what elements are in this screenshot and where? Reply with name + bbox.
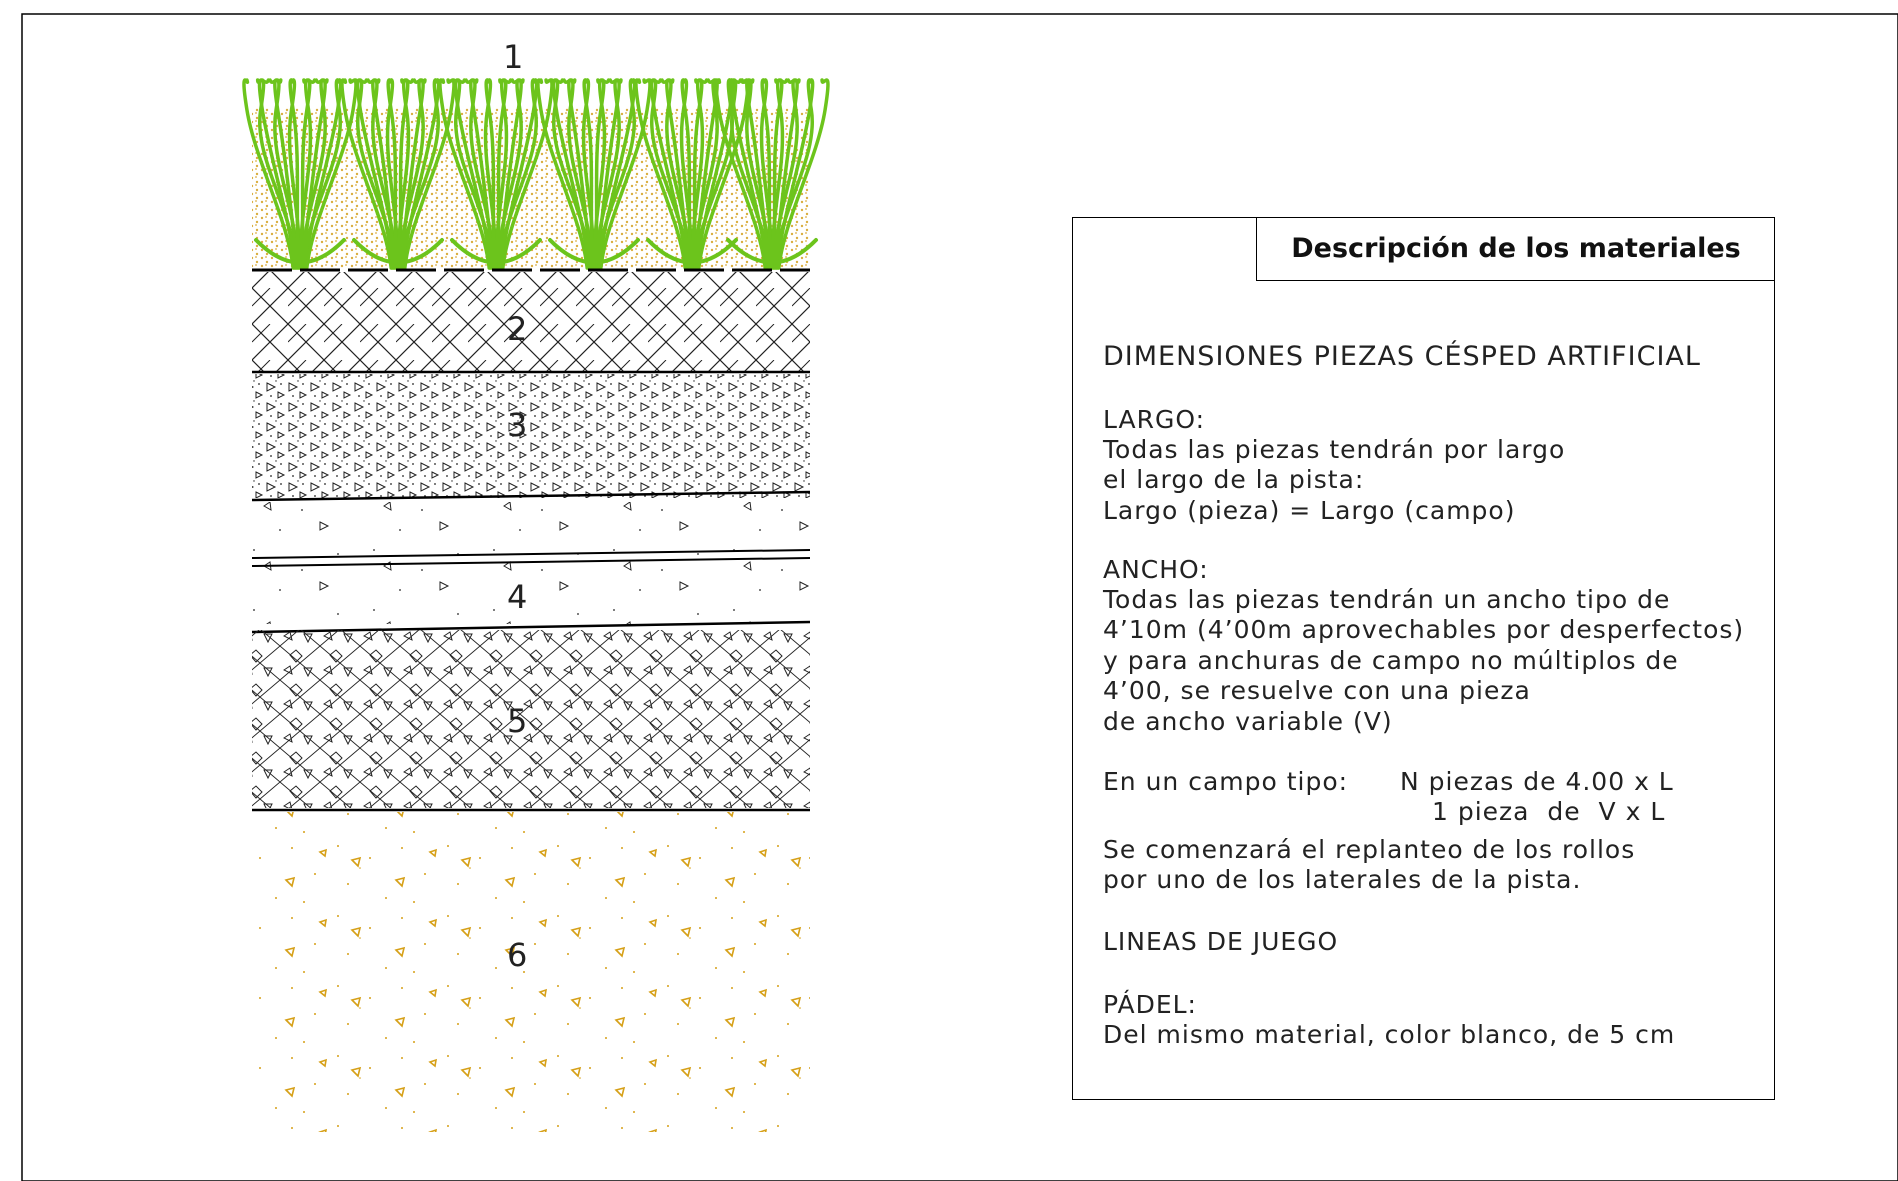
grass-blade: [495, 78, 513, 270]
layer-label-2: 2: [507, 310, 528, 348]
panel-text-1-pieza: 1 pieza de V x L: [1432, 797, 1666, 826]
grass-blade: [593, 78, 611, 270]
layer-6-subgrade: [252, 812, 810, 1132]
grass-blade: [401, 78, 441, 270]
grass-blade: [777, 78, 830, 270]
layer-label-6: 6: [507, 936, 528, 974]
layer-5-stone: [252, 630, 810, 812]
grass-blade: [745, 78, 772, 270]
grass-blade: [484, 78, 498, 270]
grass-blade: [453, 78, 494, 270]
grass-blade: [288, 78, 302, 270]
grass-blade: [665, 78, 692, 270]
grass-blade: [582, 78, 596, 270]
panel-subheading-padel: PÁDEL:: [1103, 990, 1197, 1019]
layer-3-gravel: [251, 374, 811, 502]
grass-tuft-base: [450, 238, 542, 265]
panel-text-line: Todas las piezas tendrán un ancho tipo d…: [1103, 585, 1671, 614]
grass-blade: [729, 78, 770, 270]
layer-2-hatch: [252, 272, 810, 374]
grass-blade: [649, 78, 690, 270]
panel-text-line: Se comenzará el replanteo de los rollos: [1103, 835, 1636, 864]
grass-blade: [403, 78, 456, 270]
grass-blade: [301, 78, 329, 270]
layer-label-5: 5: [507, 702, 528, 740]
grass-tuft-base: [646, 238, 738, 265]
grass-tuft-base: [254, 238, 346, 265]
grass-blade: [303, 78, 343, 270]
grass-blade: [551, 78, 592, 270]
layer-label-1: 1: [503, 38, 524, 76]
grass-blade: [567, 78, 594, 270]
panel-text-campo-tipo: En un campo tipo:: [1103, 767, 1349, 796]
grass-blade: [714, 78, 767, 270]
grass-blade: [469, 78, 496, 270]
panel-text-line: 4’00, se resuelve con una pieza: [1103, 676, 1531, 705]
layer-label-3: 3: [507, 406, 528, 444]
panel-heading-dimensions: DIMENSIONES PIEZAS CÉSPED ARTIFICIAL: [1103, 341, 1701, 372]
grass-blade: [599, 78, 652, 270]
panel-subheading-ancho: ANCHO:: [1103, 555, 1209, 584]
grass-blade: [771, 78, 789, 270]
grass-blade: [273, 78, 300, 270]
grass-blade: [242, 78, 295, 270]
grass-blade: [257, 78, 298, 270]
panel-heading-lineas: LINEAS DE JUEGO: [1103, 927, 1339, 956]
grass-blade: [775, 78, 815, 270]
materials-panel: [1072, 217, 1775, 1100]
grass-blade: [680, 78, 694, 270]
grass-blade: [597, 78, 637, 270]
grass-blade: [501, 78, 554, 270]
grass-tuft-base: [352, 238, 444, 265]
grass-blade: [634, 78, 687, 270]
grass-blade: [691, 78, 709, 270]
grass-blade: [340, 78, 393, 270]
panel-text-line: 4’10m (4’00m aprovechables por desperfec…: [1103, 615, 1745, 644]
panel-text-line: el largo de la pista:: [1103, 465, 1365, 494]
panel-text-line: Del mismo material, color blanco, de 5 c…: [1103, 1020, 1676, 1049]
layer-1-turf: [242, 78, 830, 272]
grass-blade: [299, 78, 317, 270]
grass-blade: [399, 78, 427, 270]
panel-text-line: y para anchuras de campo no múltiplos de: [1103, 646, 1679, 675]
panel-text-line: por uno de los laterales de la pista.: [1103, 865, 1582, 894]
grass-blade: [438, 78, 491, 270]
grass-blade: [499, 78, 539, 270]
layer-label-4: 4: [507, 578, 528, 616]
panel-text-n-piezas: N piezas de 4.00 x L: [1400, 767, 1674, 796]
panel-text-line: de ancho variable (V): [1103, 707, 1393, 736]
panel-subheading-largo: LARGO:: [1103, 405, 1206, 434]
grass-blade: [497, 78, 525, 270]
panel-text-line: Largo (pieza) = Largo (campo): [1103, 496, 1516, 525]
sheet-frame: [21, 13, 1898, 1181]
grass-blade: [773, 78, 801, 270]
panel-title: Descripción de los materiales: [1256, 217, 1775, 281]
grass-blade: [536, 78, 589, 270]
panel-text-line: Todas las piezas tendrán por largo: [1103, 435, 1566, 464]
layer-4-base: [251, 502, 811, 634]
grass-tuft-base: [548, 238, 640, 265]
grass-blade: [397, 78, 415, 270]
grass-blade: [386, 78, 400, 270]
grass-blade: [371, 78, 398, 270]
grass-blade: [595, 78, 623, 270]
grass-blade: [355, 78, 396, 270]
grass-tuft-base: [726, 238, 818, 265]
grass-blade: [760, 78, 774, 270]
grass-blade: [305, 78, 358, 270]
